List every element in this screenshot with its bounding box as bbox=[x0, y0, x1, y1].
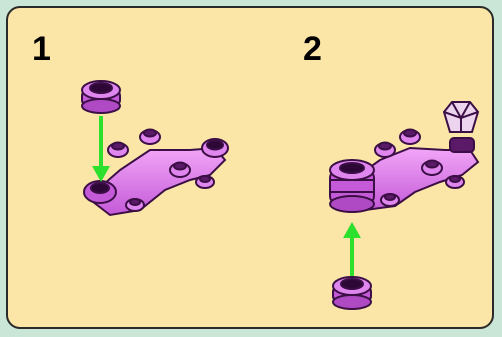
step-1-illustration bbox=[81, 80, 229, 217]
green-up-arrow bbox=[343, 222, 361, 282]
purple-connector-piece bbox=[81, 80, 121, 114]
crystal-joint-head bbox=[442, 101, 480, 153]
purple-connector-piece bbox=[332, 276, 372, 310]
step-2-illustration bbox=[329, 101, 480, 310]
step-1-number: 1 bbox=[32, 30, 51, 68]
green-down-arrow bbox=[92, 116, 110, 182]
step-2-number: 2 bbox=[303, 30, 322, 68]
purple-branch-piece bbox=[83, 128, 229, 217]
purple-branch-piece bbox=[329, 128, 480, 213]
